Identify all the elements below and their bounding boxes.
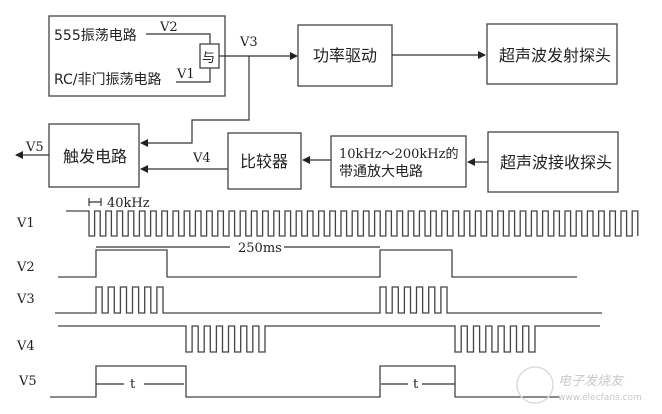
v1-label: V1 <box>176 67 195 82</box>
row-label-v1: V1 <box>16 216 35 231</box>
waveform-v5 <box>50 365 560 398</box>
trigger-block <box>48 123 140 188</box>
interval-label-2: t <box>413 377 419 392</box>
v4-label: V4 <box>192 151 211 166</box>
v3-label: V3 <box>239 35 258 50</box>
bandpass-label-line1: 10kHz～200kHz的 <box>339 146 458 162</box>
bandpass-block <box>330 135 467 188</box>
v2-label: V2 <box>159 20 178 35</box>
period-label: 250ms <box>238 241 282 256</box>
tx-probe-block <box>486 23 618 85</box>
row-label-v4: V4 <box>16 339 35 354</box>
rx-probe-label: 超声波接收探头 <box>500 153 612 172</box>
waveform-v3 <box>55 286 602 314</box>
and-gate-label: 与 <box>202 51 215 66</box>
comparator-block <box>227 132 302 190</box>
power-drive-label: 功率驱动 <box>313 46 377 65</box>
watermark-logo-icon <box>516 366 554 404</box>
comparator-label: 比较器 <box>240 152 288 171</box>
waveform-v2 <box>58 249 577 278</box>
osc555-label: 555振荡电路 <box>54 28 137 44</box>
bandpass-label-line2: 带通放大电路 <box>339 164 423 180</box>
v1-wire <box>176 68 211 83</box>
waveform-v4 <box>58 325 600 353</box>
rx-probe-block <box>487 131 619 193</box>
rc-not-osc-label: RC/非门振荡电路 <box>54 72 162 88</box>
period-marker-icon <box>88 198 102 206</box>
waveform-v1 <box>66 210 639 237</box>
row-label-v3: V3 <box>16 292 35 307</box>
row-label-v2: V2 <box>16 260 35 275</box>
watermark-url: www.elecfans.com <box>558 393 642 403</box>
oscillator-group-box <box>48 15 226 97</box>
row-label-v5: V5 <box>18 374 37 389</box>
interval-label-1: t <box>130 377 136 392</box>
v2-wire <box>146 33 211 44</box>
tx-probe-label: 超声波发射探头 <box>499 46 611 65</box>
trigger-label: 触发电路 <box>63 147 127 166</box>
v3-to-trigger-wire <box>140 56 250 147</box>
freq-label: 40kHz <box>107 196 150 211</box>
v5-output-label: V5 <box>25 140 44 155</box>
watermark-name: 电子发烧友 <box>558 374 625 389</box>
